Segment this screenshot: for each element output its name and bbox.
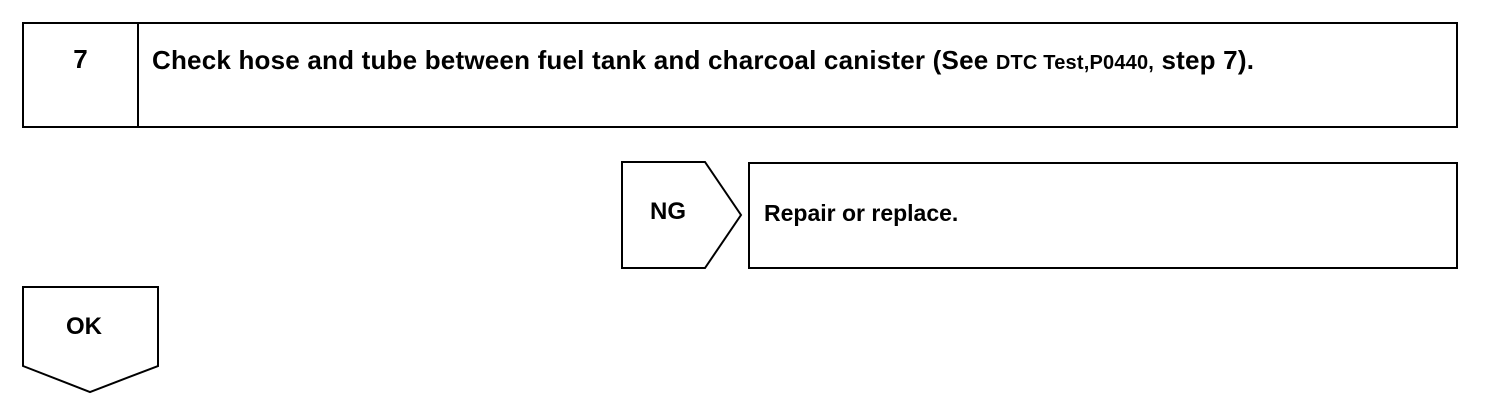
ng-action-text: Repair or replace. bbox=[764, 200, 959, 226]
step-instruction-text: Check hose and tube between fuel tank an… bbox=[152, 45, 996, 75]
ok-label: OK bbox=[66, 313, 102, 340]
step-number: 7 bbox=[24, 24, 139, 126]
step-reference: DTC Test,P0440, bbox=[995, 52, 1155, 74]
step-instruction-end: step 7). bbox=[1154, 45, 1255, 75]
step-box: 7 Check hose and tube between fuel tank … bbox=[22, 22, 1458, 128]
ng-label: NG bbox=[650, 198, 686, 225]
ng-action-box: Repair or replace. bbox=[748, 162, 1458, 269]
step-instruction: Check hose and tube between fuel tank an… bbox=[139, 24, 1456, 126]
ok-arrow-icon bbox=[22, 286, 159, 394]
ng-arrow-icon bbox=[621, 161, 743, 269]
